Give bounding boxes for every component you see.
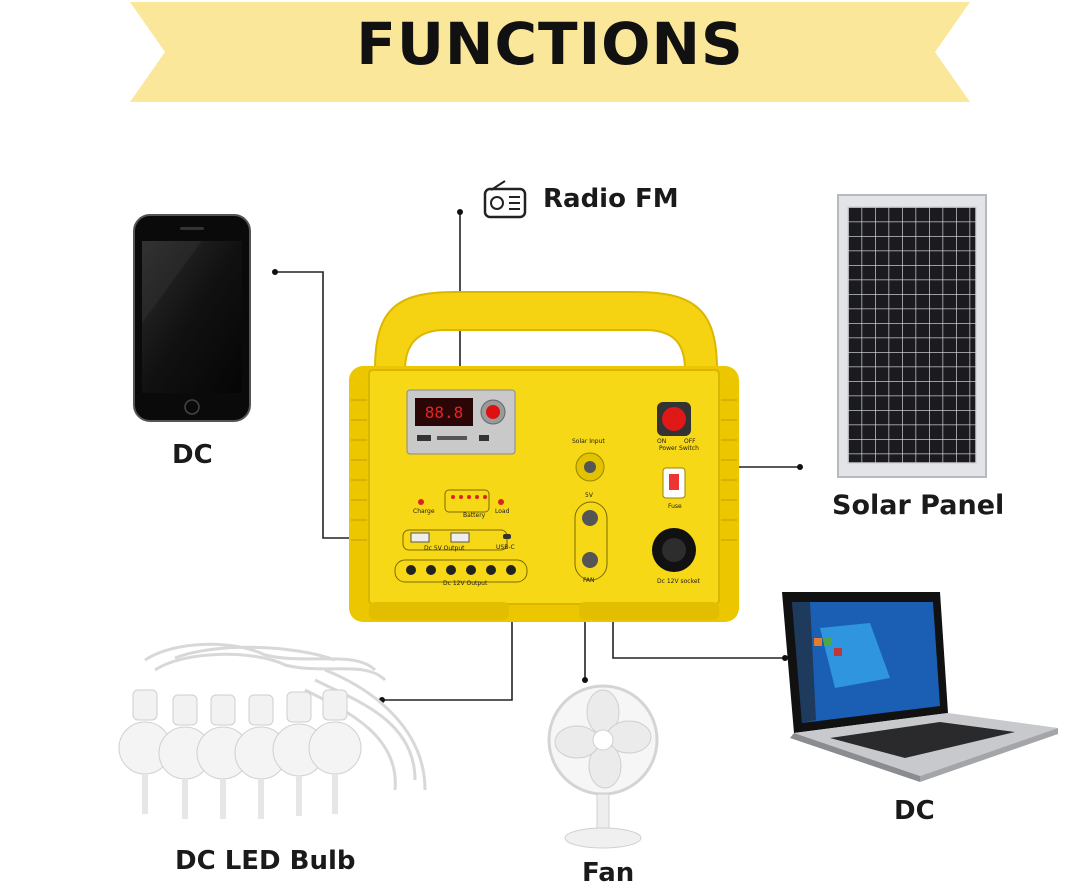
phone-dc-label: DC <box>172 440 213 470</box>
cigarette-socket-label: Dc 12V socket <box>657 578 700 585</box>
fuse-label: Fuse <box>668 503 682 510</box>
radio-icon <box>483 180 527 219</box>
power-switch-on-label: ON <box>657 438 667 445</box>
solar-panel-image <box>837 194 987 478</box>
smartphone-image <box>133 214 251 422</box>
bulbs <box>118 689 362 819</box>
page-title: FUNCTIONS <box>356 10 744 78</box>
title-banner <box>130 2 970 102</box>
five-volt-label: 5V <box>585 492 593 499</box>
power-station-image: 88.8 <box>349 291 739 622</box>
dc-output-label: Dc 12V Output <box>443 580 488 587</box>
svg-text:88.8: 88.8 <box>425 403 464 422</box>
radio-fm-label: Radio FM <box>543 184 679 214</box>
solar-input-label: Solar Input <box>572 438 605 445</box>
usb-c-label: USB-C <box>496 544 515 551</box>
charge-label: Charge <box>413 508 435 515</box>
fan-label: Fan <box>582 858 635 888</box>
battery-label: Battery <box>463 512 486 519</box>
load-label: Load <box>495 508 510 515</box>
fan-port-label: FAN <box>583 577 595 584</box>
fan-image <box>547 684 659 849</box>
laptop-image <box>782 592 1058 782</box>
laptop-dc-label: DC <box>894 796 935 826</box>
power-switch-off-label: OFF <box>684 438 696 445</box>
led-bulb-label: DC LED Bulb <box>175 846 356 876</box>
led-bulbs-image <box>118 642 427 819</box>
power-switch-label: Power Switch <box>659 445 699 452</box>
solar-panel-label: Solar Panel <box>832 490 1005 521</box>
usb-output-label: Dc 5V Output <box>424 545 465 552</box>
